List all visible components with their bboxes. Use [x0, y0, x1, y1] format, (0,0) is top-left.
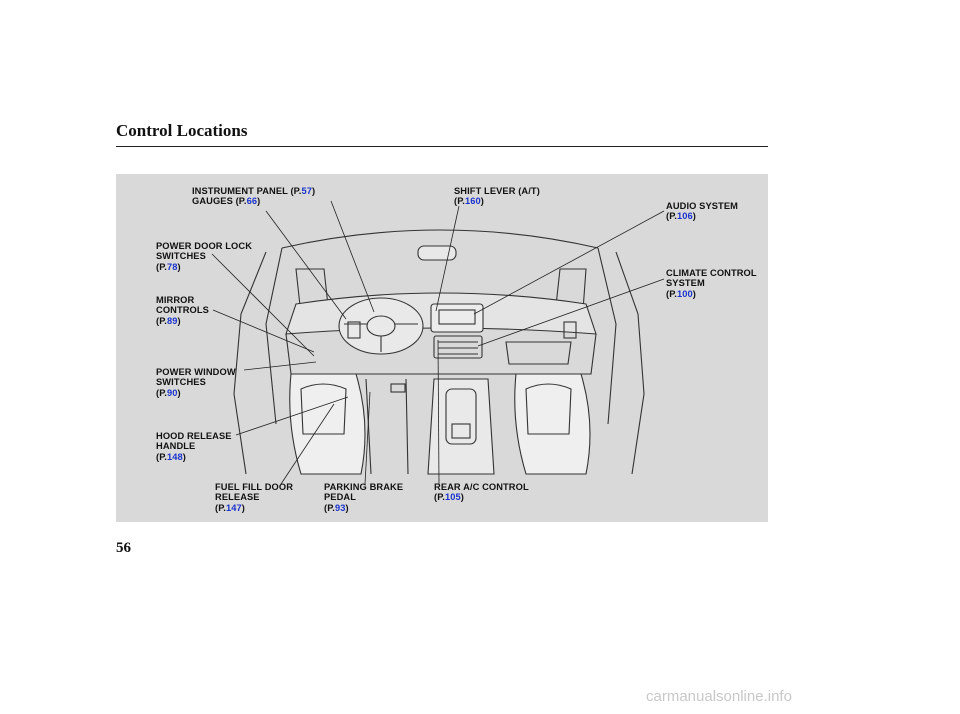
page-link-gauges[interactable]: 66 — [246, 196, 258, 207]
page-link-shift-lever[interactable]: 160 — [464, 196, 481, 207]
page-link-climate-control[interactable]: 100 — [676, 288, 693, 299]
page-number: 56 — [116, 540, 131, 556]
page-link-parking-brake[interactable]: 93 — [334, 502, 346, 513]
callout-power-door-lock: POWER DOOR LOCK SWITCHES (P.78) — [156, 241, 253, 272]
page-link-fuel-fill[interactable]: 147 — [225, 502, 242, 513]
title-divider — [116, 146, 768, 147]
page-link-power-window[interactable]: 90 — [166, 387, 178, 398]
page-link-power-door-lock[interactable]: 78 — [166, 261, 178, 272]
callout-audio-system: AUDIO SYSTEM (P.106) — [666, 201, 738, 222]
callout-shift-lever: SHIFT LEVER (A/T) (P.160) — [454, 186, 540, 207]
dashboard-illustration: INSTRUMENT PANEL (P.57) GAUGES (P.66) SH… — [116, 174, 768, 522]
callout-fuel-fill: FUEL FILL DOOR RELEASE (P.147) — [215, 482, 294, 513]
callout-instrument-panel: INSTRUMENT PANEL (P.57) GAUGES (P.66) — [192, 186, 316, 207]
page-title: Control Locations — [116, 121, 248, 140]
watermark: carmanualsonline.info — [646, 688, 792, 705]
callout-power-window: POWER WINDOW SWITCHES (P.90) — [156, 367, 236, 398]
callout-rear-ac: REAR A/C CONTROL (P.105) — [434, 482, 529, 503]
callout-mirror-controls: MIRROR CONTROLS (P.89) — [156, 295, 209, 326]
page-link-mirror-controls[interactable]: 89 — [166, 315, 178, 326]
car-interior-drawing — [211, 200, 665, 485]
callout-parking-brake: PARKING BRAKE PEDAL (P.93) — [324, 482, 404, 513]
page-link-hood-release[interactable]: 148 — [166, 451, 183, 462]
callout-climate-control: CLIMATE CONTROL SYSTEM (P.100) — [666, 268, 757, 299]
page-link-instrument-panel[interactable]: 57 — [301, 186, 312, 196]
page-link-audio-system[interactable]: 106 — [676, 211, 693, 222]
page-link-rear-ac[interactable]: 105 — [444, 492, 461, 503]
callout-hood-release: HOOD RELEASE HANDLE (P.148) — [156, 431, 232, 462]
